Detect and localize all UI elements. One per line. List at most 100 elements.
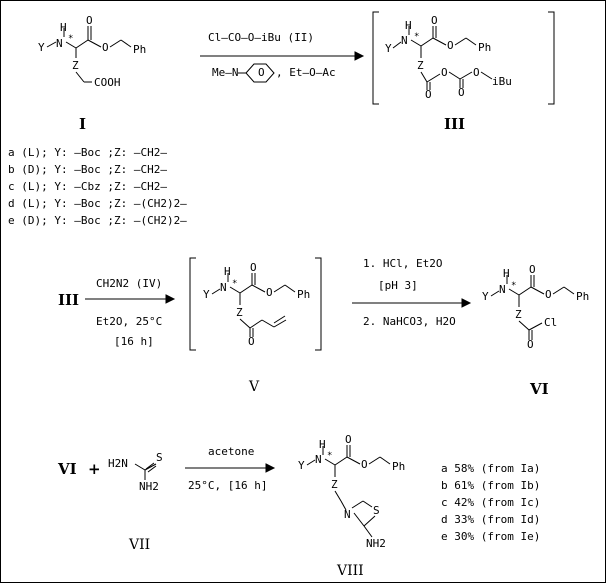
compound-III-bonds [372,11,555,105]
stereo-star: * [414,32,420,42]
morpholine-O: O [258,66,265,79]
atom-N: N [401,34,408,47]
yield-list: a 58% (from Ia) b 61% (from Ib) c 42% (f… [441,460,540,545]
yield-c: c 42% (from Ic) [441,496,541,509]
carboxyl-group: COOH [94,76,121,89]
atom-O: O [345,433,352,446]
atom-Z: Z [515,308,522,321]
atom-S: S [156,451,163,464]
variant-e: e (D); Y: —Boc ;Z: —(CH2)2— [8,214,187,227]
compound-label-VI: VI [530,380,549,398]
yield-b: b 61% (from Ib) [441,479,541,492]
compound-label-VI-reference: VI [58,460,77,478]
variant-a: a (L); Y: —Boc ;Z: —CH2— [8,146,167,159]
isobutyl-group: iBu [492,75,512,88]
stereo-star: * [68,34,74,44]
reagent-diazomethane: CH2N2 (IV) [96,277,163,290]
compound-V-bonds [189,257,322,351]
atom-Cl: Cl [544,316,558,329]
reagent-ph: [pH 3] [378,279,418,292]
variant-b: b (D); Y: —Boc ;Z: —CH2— [8,163,167,176]
stereo-star: * [511,281,517,291]
atom-Y: Y [203,288,210,301]
amino-group: NH2 [366,537,386,550]
thiazole-S: S [373,504,380,517]
atom-O: O [431,14,438,27]
atom-Y: Y [482,290,489,303]
atom-O: O [529,263,536,276]
arrow-step3 [352,298,472,308]
reagent-bicarbonate: 2. NaHCO3, H2O [363,315,456,328]
atom-O: O [545,288,552,301]
phenyl-group: Ph [576,290,590,303]
yield-d: d 33% (from Id) [441,513,541,526]
variant-c: c (L); Y: —Cbz ;Z: —CH2— [8,180,167,193]
plus-sign: + [88,460,101,478]
reagent-acetone: acetone [208,445,255,458]
yield-a: a 58% (from Ia) [441,462,541,475]
reagent-solvent-temp: Et2O, 25°C [96,315,163,328]
atom-O: O [361,458,368,471]
compound-label-V: V [249,379,260,395]
reaction-time: [16 h] [114,335,154,348]
arrow-step4 [185,463,276,473]
atom-N: N [499,283,506,296]
atom-O: O [473,66,480,79]
atom-O: O [425,88,432,101]
atom-O: O [250,261,257,274]
atom-O: O [86,14,93,27]
atom-O: O [266,286,273,299]
compound-label-III: III [444,115,466,133]
reagent-isobutyl-chloroformate: Cl–CO–O–iBu (II) [208,31,314,44]
stereo-star: * [327,451,333,461]
atom-Z: Z [72,59,79,72]
atom-O: O [102,41,109,54]
atom-N: N [220,281,227,294]
compound-VI-bonds [490,275,575,340]
compound-label-VIII: VIII [337,563,364,579]
compound-VII-bonds [134,462,157,480]
phenyl-group: Ph [478,41,492,54]
compound-label-III-reference: III [58,291,80,309]
reagent-hcl: 1. HCl, Et2O [363,257,443,270]
compound-label-I: I [79,115,87,133]
variant-d: d (L); Y: —Boc ;Z: —(CH2)2— [8,197,187,210]
phenyl-group: Ph [133,43,147,56]
arrow-step2 [85,294,176,304]
atom-H: H [224,265,231,278]
atom-N: N [315,453,322,466]
yield-e: e 30% (from Ie) [441,530,541,543]
reagent-methyl-label: Me–N [212,66,239,79]
arrow-step1 [200,51,365,61]
atom-H: H [319,438,326,451]
atom-O: O [527,338,534,351]
atom-H: H [60,21,67,34]
atom-O: O [447,39,454,52]
atom-Y: Y [298,459,305,472]
phenyl-group: Ph [297,288,311,301]
atom-O: O [441,66,448,79]
atom-Y: Y [385,42,392,55]
compound-VIII-bonds [306,445,391,538]
atom-Z: Z [417,59,424,72]
atom-H: H [405,19,412,32]
amino-group: NH2 [139,480,159,493]
morpholine-ring [238,63,275,83]
atom-Z: Z [331,478,338,491]
reaction-conditions: 25°C, [16 h] [188,479,268,492]
amino-group: H2N [108,457,128,470]
reagent-solvent-ethyl-acetate: , Et–O–Ac [276,66,336,79]
atom-Z: Z [236,306,243,319]
atom-O: O [248,335,255,348]
compound-I-bonds [46,26,132,83]
stereo-star: * [232,279,238,289]
atom-H: H [503,267,510,280]
phenyl-group: Ph [392,460,406,473]
atom-O: O [458,86,465,99]
atom-N: N [56,37,63,50]
compound-label-VII: VII [129,537,151,553]
variant-list: a (L); Y: —Boc ;Z: —CH2— b (D); Y: —Boc … [8,144,187,229]
atom-Y: Y [38,41,45,54]
